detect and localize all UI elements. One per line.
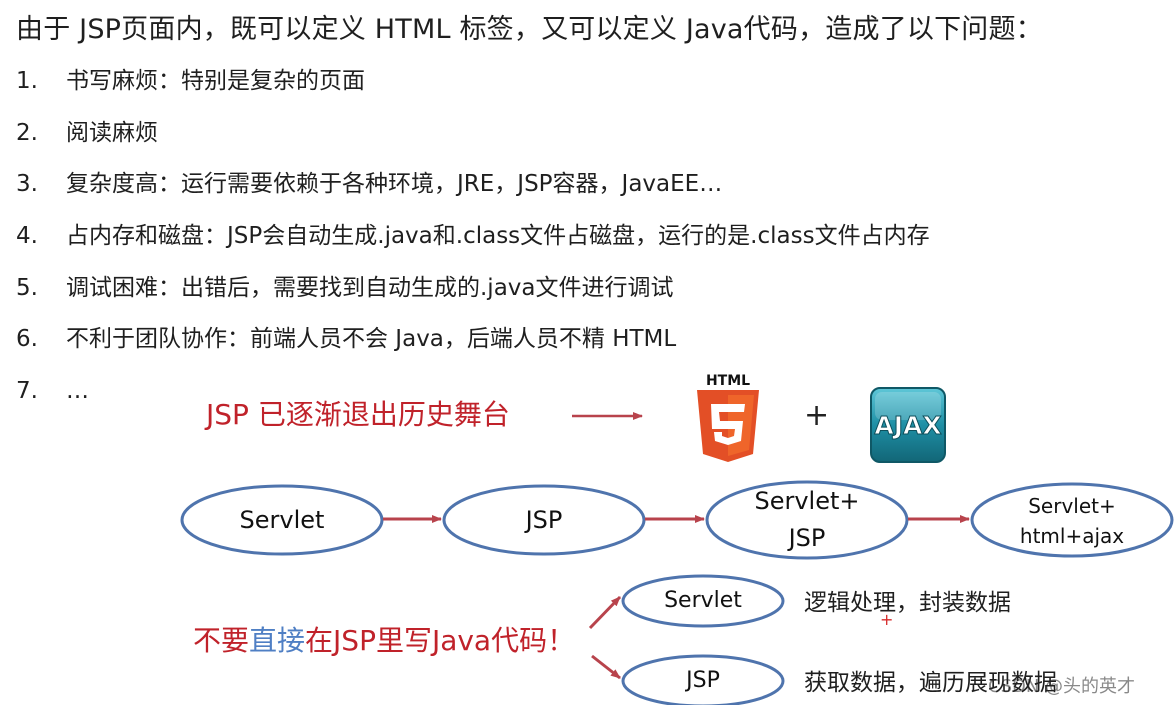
node-jsp-small: JSP	[622, 656, 784, 706]
ajax-logo: AJAX	[870, 387, 946, 463]
html5-logo-label: HTML	[706, 373, 750, 389]
list-item: 3. 复杂度高：运行需要依赖于各种环境，JRE，JSP容器，JavaEE…	[16, 167, 930, 219]
node-combo-line1: Servlet+	[754, 487, 860, 515]
node-jsp: JSP	[444, 487, 644, 553]
html5-logo: HTML	[697, 373, 759, 462]
list-item-text: 占内存和磁盘：JSP会自动生成.java和.class文件占磁盘，运行的是.cl…	[66, 223, 930, 250]
list-item-number: 2.	[16, 119, 38, 146]
list-item: 4. 占内存和磁盘：JSP会自动生成.java和.class文件占磁盘，运行的是…	[16, 219, 930, 271]
ajax-logo-shine	[875, 392, 941, 420]
retire-statement: JSP 已逐渐退出历史舞台	[206, 398, 510, 431]
arrow-to-servlet-role	[588, 595, 622, 630]
ajax-logo-label: AJAX	[874, 411, 941, 440]
problem-list: 1. 书写麻烦：特别是复杂的页面 2. 阅读麻烦 3. 复杂度高：运行需要依赖于…	[16, 64, 930, 426]
servlet-role-description: 逻辑处理，封装数据	[804, 590, 1011, 616]
list-item-text: 阅读麻烦	[66, 119, 158, 146]
html5-five-glyph	[711, 404, 745, 445]
list-item-number: 3.	[16, 171, 38, 198]
jsp-role-description: 获取数据，遍历展现数据	[804, 670, 1057, 696]
warning-statement: 不要直接在JSP里写Java代码！	[193, 622, 575, 660]
list-item-text: 复杂度高：运行需要依赖于各种环境，JRE，JSP容器，JavaEE…	[66, 171, 723, 198]
node-jsp-label: JSP	[525, 506, 563, 534]
node-jsp-small-label: JSP	[686, 668, 720, 693]
warning-highlight: 直接	[249, 624, 306, 657]
plus-sign: +	[804, 398, 830, 433]
node-servlet-html-ajax: Servlet+ html+ajax	[972, 485, 1172, 555]
list-item: 5. 调试困难：出错后，需要找到自动生成的.java文件进行调试	[16, 271, 930, 323]
list-item-text: …	[66, 378, 89, 405]
node-servlet: Servlet	[182, 487, 382, 553]
list-item: 2. 阅读麻烦	[16, 116, 930, 168]
cursor-crosshair-icon: +	[880, 610, 894, 629]
list-item-number: 1.	[16, 68, 38, 94]
list-item-number: 4.	[16, 223, 38, 250]
ajax-logo-tile	[870, 387, 946, 463]
node-servlet-label: Servlet	[239, 506, 325, 534]
page-heading: 由于 JSP页面内，既可以定义 HTML 标签，又可以定义 Java代码，造成了…	[16, 14, 1043, 45]
list-item-number: 6.	[16, 326, 38, 353]
node-ajax-line2: html+ajax	[1019, 524, 1125, 548]
warning-part1: 不要	[193, 624, 250, 657]
list-item-text: 不利于团队协作：前端人员不会 Java，后端人员不精 HTML	[66, 326, 677, 353]
node-ajax-line1: Servlet+	[1028, 494, 1116, 518]
warning-part3: 在JSP里写Java代码！	[305, 624, 576, 657]
arrow-to-jsp-role	[591, 654, 621, 680]
list-item-text: 书写麻烦：特别是复杂的页面	[66, 68, 365, 94]
list-item: 1. 书写麻烦：特别是复杂的页面	[16, 64, 930, 116]
list-item: 7. …	[16, 374, 930, 426]
node-combo-line2: JSP	[788, 524, 826, 552]
list-item-number: 7.	[16, 378, 38, 405]
list-item-number: 5.	[16, 274, 38, 301]
node-servlet-small: Servlet	[622, 576, 784, 626]
watermark: CSDN @头的英才	[988, 676, 1136, 697]
list-item: 6. 不利于团队协作：前端人员不会 Java，后端人员不精 HTML	[16, 322, 930, 374]
node-servlet-jsp: Servlet+ JSP	[707, 483, 907, 557]
list-item-text: 调试困难：出错后，需要找到自动生成的.java文件进行调试	[66, 274, 674, 301]
node-servlet-small-label: Servlet	[664, 588, 742, 613]
